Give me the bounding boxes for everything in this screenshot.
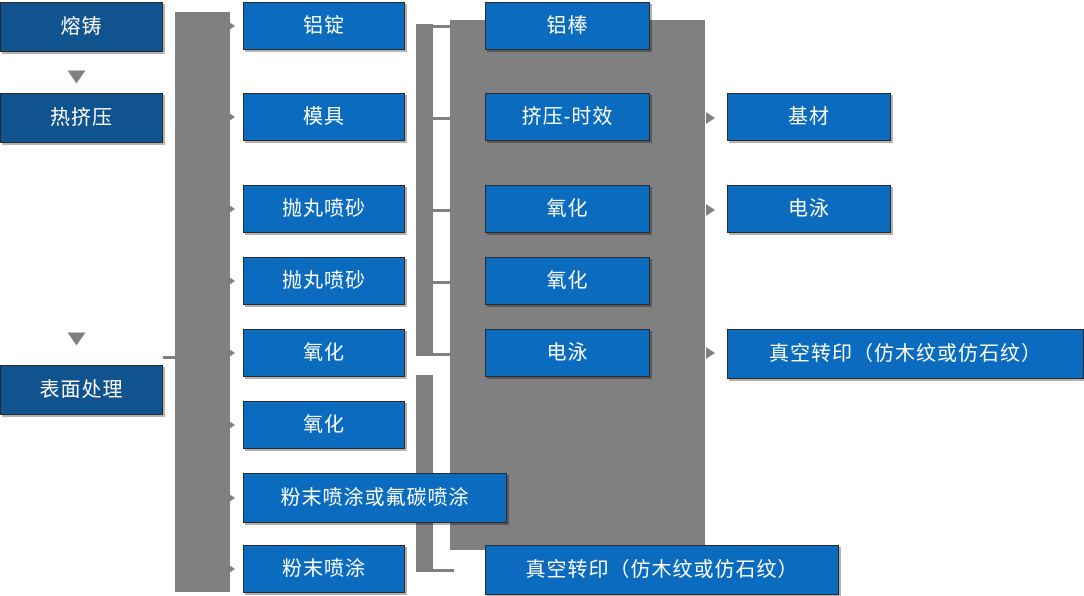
process-box-aluminum-ingot[interactable]: 铝锭 — [243, 2, 405, 50]
process-box-powder-spray[interactable]: 粉末喷涂 — [243, 545, 405, 593]
process-box-shot-blasting-2[interactable]: 抛丸喷砂 — [243, 257, 405, 305]
process-label-aluminum-bar: 铝棒 — [546, 15, 589, 37]
connector-tie-5 — [432, 353, 454, 356]
process-box-aluminum-bar[interactable]: 铝棒 — [485, 2, 650, 50]
connector-arrow-extrusion-to-surface — [67, 332, 86, 346]
process-label-powder-spray: 粉末喷涂 — [282, 558, 366, 580]
connector-arrow-to-base-material — [706, 112, 715, 124]
connector-trunk-left — [175, 12, 230, 592]
process-box-shot-blasting-1[interactable]: 抛丸喷砂 — [243, 185, 405, 233]
connector-arrow-to-electrophoresis-out — [706, 204, 715, 216]
output-label-vacuum-transfer: 真空转印（仿木纹或仿石纹） — [769, 343, 1042, 365]
connector-tie-3 — [432, 209, 454, 212]
connector-arrow-to-powder-or-fluorocarbon — [222, 489, 235, 507]
process-label-oxidation-c3-2: 氧化 — [546, 270, 589, 292]
stage-box-melt-cast[interactable]: 熔铸 — [0, 2, 163, 52]
connector-arrow-to-mold — [222, 108, 235, 126]
connector-arrow-to-powder-spray — [222, 560, 235, 578]
connector-arrow-to-shot-blasting-1 — [222, 200, 235, 218]
output-box-base-material[interactable]: 基材 — [727, 93, 891, 141]
process-label-electrophoresis-c3: 电泳 — [546, 342, 589, 364]
process-box-oxidation-c3-2[interactable]: 氧化 — [485, 257, 650, 305]
process-box-powder-or-fluorocarbon-spray[interactable]: 粉末喷涂或氟碳喷涂 — [243, 473, 507, 523]
process-label-oxidation-c2-2: 氧化 — [303, 414, 345, 436]
connector-arrow-melt-to-extrusion — [67, 70, 86, 84]
stage-box-surface-treatment[interactable]: 表面处理 — [0, 365, 163, 415]
connector-arrow-to-oxidation-c2-2 — [222, 416, 235, 434]
connector-notch-surface — [163, 356, 185, 359]
process-label-shot-blasting-1: 抛丸喷砂 — [282, 198, 366, 220]
connector-arrow-to-shot-blasting-2 — [222, 272, 235, 290]
connector-tie-4 — [432, 281, 454, 284]
process-box-extrusion-aging[interactable]: 挤压-时效 — [485, 93, 650, 141]
process-label-extrusion-aging: 挤压-时效 — [521, 106, 614, 128]
process-label-mold: 模具 — [303, 106, 345, 128]
connector-arrow-to-aluminum-ingot — [222, 17, 235, 35]
process-label-aluminum-ingot: 铝锭 — [303, 15, 345, 37]
output-box-vacuum-transfer[interactable]: 真空转印（仿木纹或仿石纹） — [727, 329, 1084, 379]
process-box-electrophoresis-c3[interactable]: 电泳 — [485, 329, 650, 377]
process-label-powder-or-fluorocarbon-spray: 粉末喷涂或氟碳喷涂 — [280, 487, 470, 509]
process-label-vacuum-transfer-c3: 真空转印（仿木纹或仿石纹） — [525, 559, 799, 581]
process-box-oxidation-c2-1[interactable]: 氧化 — [243, 329, 405, 377]
stage-label-melt-cast: 熔铸 — [60, 16, 103, 38]
output-label-base-material: 基材 — [788, 106, 830, 128]
process-box-oxidation-c2-2[interactable]: 氧化 — [243, 401, 405, 449]
connector-arrow-to-oxidation-c2-1 — [222, 344, 235, 362]
output-box-electrophoresis[interactable]: 电泳 — [727, 185, 891, 233]
stage-box-hot-extrusion[interactable]: 热挤压 — [0, 93, 163, 143]
process-box-vacuum-transfer-c3[interactable]: 真空转印（仿木纹或仿石纹） — [485, 545, 839, 595]
connector-tie-6 — [432, 569, 454, 572]
process-label-oxidation-c3-1: 氧化 — [546, 198, 589, 220]
stage-label-hot-extrusion: 热挤压 — [50, 107, 113, 129]
process-label-shot-blasting-2: 抛丸喷砂 — [282, 270, 366, 292]
output-label-electrophoresis: 电泳 — [788, 198, 830, 220]
connector-tie-2 — [432, 117, 454, 120]
process-box-oxidation-c3-1[interactable]: 氧化 — [485, 185, 650, 233]
process-label-oxidation-c2-1: 氧化 — [303, 342, 345, 364]
connector-tie-1 — [432, 25, 454, 28]
stage-label-surface-treatment: 表面处理 — [39, 379, 124, 401]
connector-rail-upper — [416, 24, 433, 356]
connector-arrow-to-vacuum-transfer-out — [706, 347, 715, 359]
process-box-mold[interactable]: 模具 — [243, 93, 405, 141]
